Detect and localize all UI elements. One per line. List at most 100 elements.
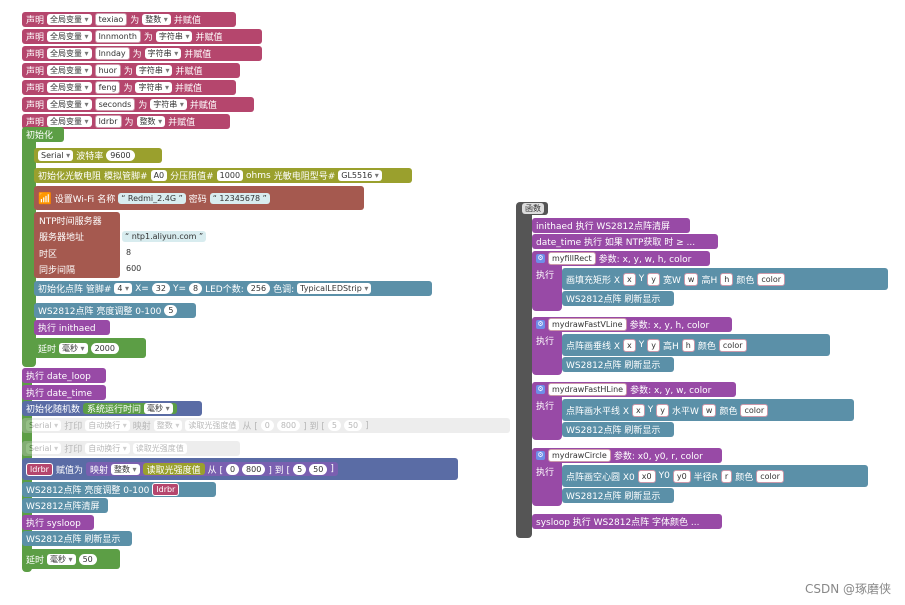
fill-rect-color[interactable]: color <box>757 272 786 286</box>
declare-row[interactable]: 声明全局变量ldrbr为整数并赋值 <box>22 114 230 129</box>
fill-rect-block[interactable]: 画填充矩形 X x Y y 宽W w 高H h 颜色 color <box>562 268 888 290</box>
serial-begin-block[interactable]: Serial 波特率 9600 <box>34 148 162 163</box>
scope-dropdown[interactable]: 全局变量 <box>47 82 92 93</box>
faded1-int[interactable]: 整数 <box>153 420 183 431</box>
fn-inithaed[interactable]: inithaed 执行 WS2812点阵清屏 <box>532 218 690 233</box>
fill-rect-h[interactable]: h <box>720 272 734 286</box>
vline-color[interactable]: color <box>718 338 747 352</box>
functions-header[interactable]: 函数 <box>518 202 548 215</box>
type-dropdown[interactable]: 字符串 <box>155 31 193 42</box>
serial-dropdown[interactable]: Serial <box>38 150 74 161</box>
matrix-y-value[interactable]: 8 <box>189 283 203 294</box>
matrix-count-value[interactable]: 256 <box>246 283 271 294</box>
map-block[interactable]: 映射 整数 读取光强度值 从 [ 0 800 ] 到 [ 5 50 ] <box>85 462 338 476</box>
map-int-dropdown[interactable]: 整数 <box>111 463 140 475</box>
scope-dropdown[interactable]: 全局变量 <box>47 14 92 25</box>
brightness-block[interactable]: WS2812点阵 亮度调整 0-100 5 <box>34 303 196 318</box>
baud-value[interactable]: 9600 <box>106 150 135 161</box>
ldrbr-var[interactable]: ldrbr <box>26 462 53 476</box>
hline-block[interactable]: 点阵画水平线 X x Y y 水平W w 颜色 color <box>562 399 854 421</box>
ldr-res-value[interactable]: 1000 <box>216 170 244 181</box>
brightness-value[interactable]: 5 <box>164 305 178 316</box>
type-dropdown[interactable]: 字符串 <box>135 82 173 93</box>
scope-dropdown[interactable]: 全局变量 <box>47 48 92 59</box>
delay-value[interactable]: 2000 <box>90 342 119 354</box>
type-dropdown[interactable]: 整数 <box>142 14 171 25</box>
fn-circle-header[interactable]: ⚙ mydrawCircle 参数: x0, y0, r, color <box>532 448 722 463</box>
hline-w[interactable]: w <box>701 403 717 417</box>
loop-delay-block[interactable]: 延时 毫秒 50 <box>22 549 120 569</box>
ntp-server-value[interactable]: “ ntp1.aliyun.com ” <box>122 231 207 242</box>
wifi-block[interactable]: 📶 设置Wi-Fi 名称 “ Redmi_2.4G ” 密码 “ 1234567… <box>34 186 364 210</box>
fill-rect-y[interactable]: y <box>647 272 660 286</box>
map-c[interactable]: 5 <box>293 463 307 475</box>
loop-refresh-block[interactable]: WS2812点阵 刷新显示 <box>22 531 132 546</box>
gear-icon[interactable]: ⚙ <box>536 254 545 263</box>
matrix-init-block[interactable]: 初始化点阵 管脚# 4 X= 32 Y= 8 LED个数: 256 色调: Ty… <box>34 281 432 296</box>
exec-sysloop-block[interactable]: 执行 sysloop <box>22 515 94 530</box>
vline-block[interactable]: 点阵画垂线 X x Y y 高H h 颜色 color <box>562 334 830 356</box>
fill-rect-w[interactable]: w <box>683 272 699 286</box>
exec-date-loop-block[interactable]: 执行 date_loop <box>22 368 106 383</box>
type-dropdown[interactable]: 字符串 <box>135 65 173 76</box>
var-name[interactable]: lnnday <box>94 47 130 60</box>
fn-vline-header[interactable]: ⚙ mydrawFastVLine 参数: x, y, h, color <box>532 317 732 332</box>
declare-row[interactable]: 声明全局变量lnnmonth为字符串并赋值 <box>22 29 262 44</box>
var-name[interactable]: huor <box>94 64 121 77</box>
scope-dropdown[interactable]: 全局变量 <box>47 31 92 42</box>
wifi-ssid[interactable]: “ Redmi_2.4G ” <box>118 192 186 204</box>
gear-icon[interactable]: ⚙ <box>536 451 545 460</box>
loop-delay-value[interactable]: 50 <box>78 553 97 565</box>
declare-row[interactable]: 声明全局变量texiao为整数并赋值 <box>22 12 236 27</box>
sys-time-unit[interactable]: 毫秒 <box>144 403 173 414</box>
ntp-interval-value[interactable]: 600 <box>122 263 146 274</box>
gear-icon[interactable]: ⚙ <box>536 320 545 329</box>
declare-row[interactable]: 声明全局变量huor为字符串并赋值 <box>22 63 240 78</box>
circle-refresh[interactable]: WS2812点阵 刷新显示 <box>562 488 674 503</box>
vline-h[interactable]: h <box>681 338 695 352</box>
var-name[interactable]: ldrbr <box>94 115 122 128</box>
fn-myfillrect-header[interactable]: ⚙ myfillRect 参数: x, y, w, h, color <box>532 251 710 266</box>
fn-myfillrect-name[interactable]: myfillRect <box>548 252 596 265</box>
vline-refresh[interactable]: WS2812点阵 刷新显示 <box>562 357 674 372</box>
circle-color[interactable]: color <box>756 469 784 483</box>
setup-delay-block[interactable]: 延时 毫秒 2000 <box>34 338 146 358</box>
random-seed-block[interactable]: 初始化随机数 系统运行时间 毫秒 <box>22 401 202 416</box>
fn-sysloop[interactable]: sysloop 执行 WS2812点阵 字体颜色 ... <box>532 514 722 529</box>
delay-unit-dropdown[interactable]: 毫秒 <box>59 342 88 354</box>
ntp-tz-value[interactable]: 8 <box>122 247 136 258</box>
disabled-serial-print-1[interactable]: Serial 打印 自动换行 映射 整数 读取光强度值 从 [ 0 800 ] … <box>22 418 510 433</box>
ldr-model-dropdown[interactable]: GL5516 <box>338 170 382 181</box>
fn-hline-name[interactable]: mydrawFastHLine <box>548 383 628 396</box>
matrix-x-value[interactable]: 32 <box>151 283 170 294</box>
circle-x0[interactable]: x0 <box>637 469 656 483</box>
matrix-strip-dropdown[interactable]: TypicalLEDStrip <box>297 283 372 294</box>
type-dropdown[interactable]: 字符串 <box>150 99 187 110</box>
map-d[interactable]: 50 <box>309 463 328 475</box>
gear-icon[interactable]: ⚙ <box>536 385 545 394</box>
ldr-init-block[interactable]: 初始化光敏电阻 模拟管脚# A0 分压阻值# 1000 ohms 光敏电阻型号#… <box>34 168 412 183</box>
loop-brightness-var[interactable]: ldrbr <box>152 483 180 496</box>
faded1-auto[interactable]: 自动换行 <box>85 420 130 431</box>
matrix-pin-dropdown[interactable]: 4 <box>114 283 133 294</box>
fn-hline-header[interactable]: ⚙ mydrawFastHLine 参数: x, y, w, color <box>532 382 736 397</box>
loop-delay-unit[interactable]: 毫秒 <box>47 553 76 565</box>
map-a[interactable]: 0 <box>225 463 240 475</box>
declare-row[interactable]: 声明全局变量feng为字符串并赋值 <box>22 80 236 95</box>
var-name[interactable]: feng <box>94 81 121 94</box>
declare-row[interactable]: 声明全局变量seconds为字符串并赋值 <box>22 97 254 112</box>
circle-y0[interactable]: y0 <box>672 469 691 483</box>
scope-dropdown[interactable]: 全局变量 <box>47 116 92 127</box>
fn-circle-name[interactable]: mydrawCircle <box>548 449 611 462</box>
setup-block[interactable]: 初始化 <box>22 127 64 142</box>
fn-vline-name[interactable]: mydrawFastVLine <box>548 318 627 331</box>
faded2-auto[interactable]: 自动换行 <box>85 443 130 454</box>
circle-block[interactable]: 点阵画空心圆 X0 x0 Y0 y0 半径R r 颜色 color <box>562 465 868 487</box>
var-name[interactable]: seconds <box>94 98 136 111</box>
fill-rect-refresh[interactable]: WS2812点阵 刷新显示 <box>562 291 674 306</box>
ntp-block[interactable]: NTP时间服务器 服务器地址 时区 同步间隔 <box>34 212 120 278</box>
faded1-serial[interactable]: Serial <box>26 420 62 431</box>
hline-color[interactable]: color <box>740 403 769 417</box>
vline-y[interactable]: y <box>647 338 660 352</box>
fill-rect-x[interactable]: x <box>623 272 636 286</box>
